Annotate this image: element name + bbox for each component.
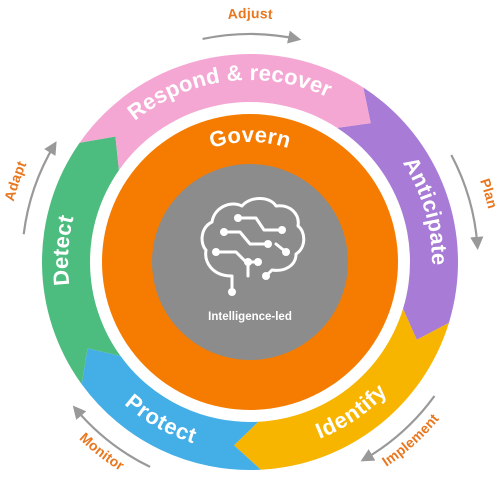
intelligence-led-label: Intelligence-led xyxy=(208,311,292,323)
transition-label-adapt: Adapt xyxy=(1,158,30,202)
transition-label-adjust: Adjust xyxy=(227,5,273,22)
brain-circuit-icon xyxy=(200,197,306,296)
arrow-implement xyxy=(360,395,436,462)
arrow-adapt xyxy=(22,141,57,235)
transition-arrows xyxy=(22,30,484,468)
segment-respond-recover xyxy=(79,54,371,171)
segment-detect xyxy=(41,136,121,385)
outer-segment-ring xyxy=(41,54,459,470)
arrow-monitor xyxy=(72,405,151,468)
transition-label-plan: Plan xyxy=(477,176,500,210)
segment-protect xyxy=(81,348,261,470)
segment-identify xyxy=(233,308,449,470)
arrow-plan xyxy=(450,154,484,251)
segment-anticipate xyxy=(337,87,459,340)
segment-label-detect: Detect xyxy=(48,212,79,287)
arrow-adjust xyxy=(202,30,302,44)
transition-label-implement: Implement xyxy=(379,410,442,469)
